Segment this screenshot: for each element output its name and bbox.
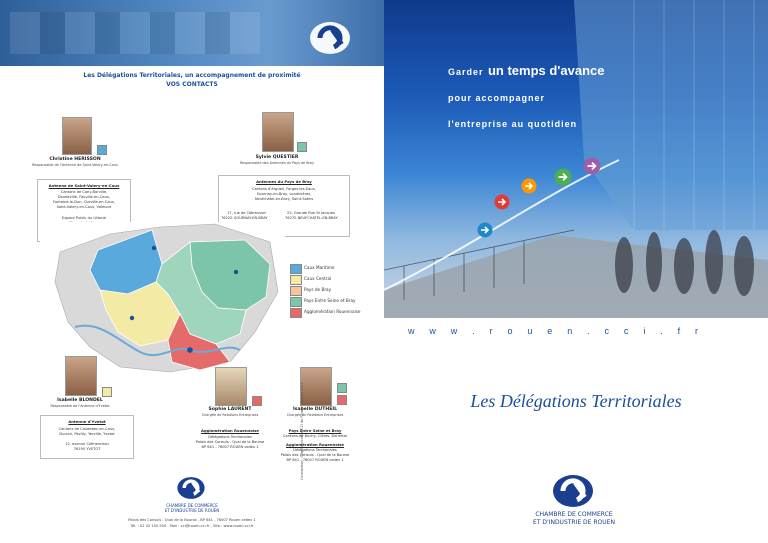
tagline-line1-emph: un temps d'avance bbox=[487, 63, 605, 78]
legend-swatch bbox=[290, 275, 302, 285]
box-stvalery-line: Doudeville, Fauville-en-Caux, bbox=[57, 195, 111, 199]
box-laurent-line: BP 641 - 76007 ROUEN cedex 1 bbox=[201, 445, 259, 449]
legend-label: Pays de Bray bbox=[304, 287, 332, 292]
footer-contact: Tél. : 02 32 100 500 - Mail : cci@rouen.… bbox=[130, 524, 254, 528]
box-dutheil-title: Pays Entre Seine et Bray bbox=[288, 428, 342, 433]
swatch-herisson bbox=[97, 145, 107, 155]
box-dutheil-line: Cantons de Buchy, Clères, Darnétal bbox=[283, 434, 347, 438]
box-bray-addr-left: 17, rue de l'Abreuvoir bbox=[227, 211, 267, 215]
brochure-title: Les Délégations Territoriales bbox=[470, 391, 682, 411]
logo-line1: CHAMBRE DE COMMERCE bbox=[535, 511, 613, 518]
legend-label: Caux Central bbox=[304, 276, 332, 281]
logo-line2: ET D'INDUSTRIE DE ROUEN bbox=[533, 519, 615, 526]
box-bray-line: Cantons d'Argueil, Forges-les-Eaux, bbox=[252, 187, 316, 191]
hero-photo-scene bbox=[384, 0, 768, 318]
swatch-questier bbox=[297, 142, 307, 152]
box-bray-addr-left: 76220 GOURNAY-EN-BRAY bbox=[221, 216, 268, 220]
box-dutheil-line2: Palais des Consuls - Quai de la Bourse bbox=[280, 453, 350, 457]
map-region-entre-seine-bray bbox=[155, 241, 247, 345]
logo-line1: CHAMBRE DE COMMERCE bbox=[166, 503, 218, 508]
contact-role-dutheil: Chargée de Relations Entreprises bbox=[286, 413, 344, 417]
contact-name-questier: Sylvie QUESTIER bbox=[255, 155, 299, 160]
website-url: w w w . r o u e n . c c i . f r bbox=[408, 326, 705, 336]
box-bray-addr-right: 23, Grande Rue St Jacques bbox=[287, 211, 335, 215]
territory-map bbox=[40, 222, 285, 382]
contact-name-herisson: Christine HERISSON bbox=[49, 157, 101, 162]
cci-logo-icon bbox=[553, 475, 593, 507]
cci-logo-icon bbox=[177, 477, 205, 499]
box-dutheil-line2: Délégations Territoriales bbox=[293, 448, 337, 452]
footer-address: Palais des Consuls - Quai de la Bourse -… bbox=[128, 518, 256, 522]
header-banner-subtitle: VOS CONTACTS bbox=[166, 81, 218, 88]
box-laurent-line: Délégations Territoriales bbox=[208, 435, 252, 439]
vertical-credit: Conception : Communication CCI de Rouen … bbox=[300, 382, 304, 480]
contact-role-blondel: Responsable de l'Antenne d'Yvetot bbox=[50, 404, 110, 408]
box-yvetot-line: Duclair, Pavilly, Yerville, Yvetot bbox=[59, 432, 115, 436]
legend-label: Agglomération Rouennaise bbox=[304, 309, 361, 314]
box-yvetot-line: Cantons de Caudebec-en-Caux, bbox=[58, 427, 116, 431]
arrow-icon-orange bbox=[521, 178, 537, 194]
box-stvalery-line: Fontaine-le-Dun, Ourville-en-Caux, bbox=[52, 200, 116, 204]
arrow-icon-green bbox=[554, 168, 572, 186]
legend-swatch bbox=[290, 297, 302, 307]
swatch-laurent bbox=[252, 396, 262, 406]
contact-role-herisson: Responsable de l'Antenne de Saint-Valery… bbox=[32, 163, 118, 167]
box-bray-line: Neufchâtel-en-Bray, Saint-Saëns bbox=[254, 197, 314, 201]
legend-label: Pays Entre Seine et Bray bbox=[304, 298, 356, 303]
arrow-icon-purple bbox=[583, 157, 601, 175]
box-dutheil-title2: Agglomération Rouennaise bbox=[286, 442, 344, 447]
box-stvalery-line: Espace Public du Littoral bbox=[61, 216, 107, 220]
box-yvetot-line: 12, avenue Clémenceau bbox=[65, 442, 109, 446]
box-laurent-title: Agglomération Rouennaise bbox=[201, 428, 259, 433]
contact-role-laurent: Chargée de Relations Entreprises bbox=[201, 413, 259, 417]
swatch-dutheil-a bbox=[337, 383, 347, 393]
arrow-icon-blue bbox=[477, 222, 493, 238]
avatar-laurent bbox=[215, 367, 247, 406]
tagline-line2: pour accompagner bbox=[448, 93, 546, 103]
contact-name-dutheil: Isabelle DUTHEIL bbox=[292, 407, 338, 412]
box-yvetot: Antenne d'Yvetot Cantons de Caudebec-en-… bbox=[40, 415, 134, 459]
header-banner-title: Les Délégations Territoriales, un accomp… bbox=[83, 72, 301, 79]
avatar-dutheil bbox=[300, 367, 332, 406]
swatch-blondel bbox=[102, 387, 112, 397]
box-laurent-line: Palais des Consuls - Quai de la Bourse bbox=[195, 440, 265, 444]
contact-role-questier: Responsable des Antennes du Pays de Bray bbox=[239, 161, 315, 165]
tagline-line1: Garder un temps d'avance bbox=[448, 62, 605, 80]
box-stvalery-title: Antenne de Saint-Valery-en-Caux bbox=[48, 183, 120, 188]
map-region-agglo-rouennaise bbox=[167, 313, 231, 371]
legend-swatch bbox=[290, 308, 302, 318]
swatch-dutheil-b bbox=[337, 395, 347, 405]
contact-name-laurent: Sophie LAURENT bbox=[208, 407, 252, 412]
avatar-blondel bbox=[65, 356, 97, 396]
legend-swatch bbox=[290, 286, 302, 296]
left-page: Les Délégations Territoriales, un accomp… bbox=[0, 0, 384, 528]
tagline-line1-prefix: Garder bbox=[448, 67, 484, 77]
header-title-strip bbox=[0, 66, 384, 92]
box-stvalery-line: Saint-Valery-en-Caux, Valmont bbox=[56, 205, 112, 209]
box-yvetot-line: 76190 YVETOT bbox=[73, 447, 101, 451]
logo-line2: ET D'INDUSTRIE DE ROUEN bbox=[164, 508, 220, 513]
tagline-line3: l'entreprise au quotidien bbox=[448, 119, 578, 129]
contact-name-blondel: Isabelle BLONDEL bbox=[57, 398, 103, 403]
box-bray-line: Gournay-en-Bray, Londinières, bbox=[256, 192, 312, 196]
box-bray-title: Antennes du Pays de Bray bbox=[256, 179, 312, 184]
legend-swatch bbox=[290, 264, 302, 274]
avatar-questier bbox=[262, 112, 294, 152]
legend-label: Caux Maritime bbox=[304, 265, 335, 270]
box-bray-addr-right: 76270 NEUFCHATEL-EN-BRAY bbox=[285, 216, 338, 220]
header-photo-faces bbox=[10, 12, 260, 54]
avatar-herisson bbox=[62, 117, 92, 155]
box-yvetot-title: Antenne d'Yvetot bbox=[68, 419, 106, 424]
box-dutheil-line2: BP 641 - 76007 ROUEN cedex 1 bbox=[286, 458, 344, 462]
box-stvalery-line: Cantons de Cany-Barville, bbox=[60, 190, 108, 194]
right-page: Garder un temps d'avance pour accompagne… bbox=[384, 0, 768, 543]
arrow-icon-red bbox=[494, 194, 510, 210]
cci-logo-icon bbox=[310, 22, 350, 54]
